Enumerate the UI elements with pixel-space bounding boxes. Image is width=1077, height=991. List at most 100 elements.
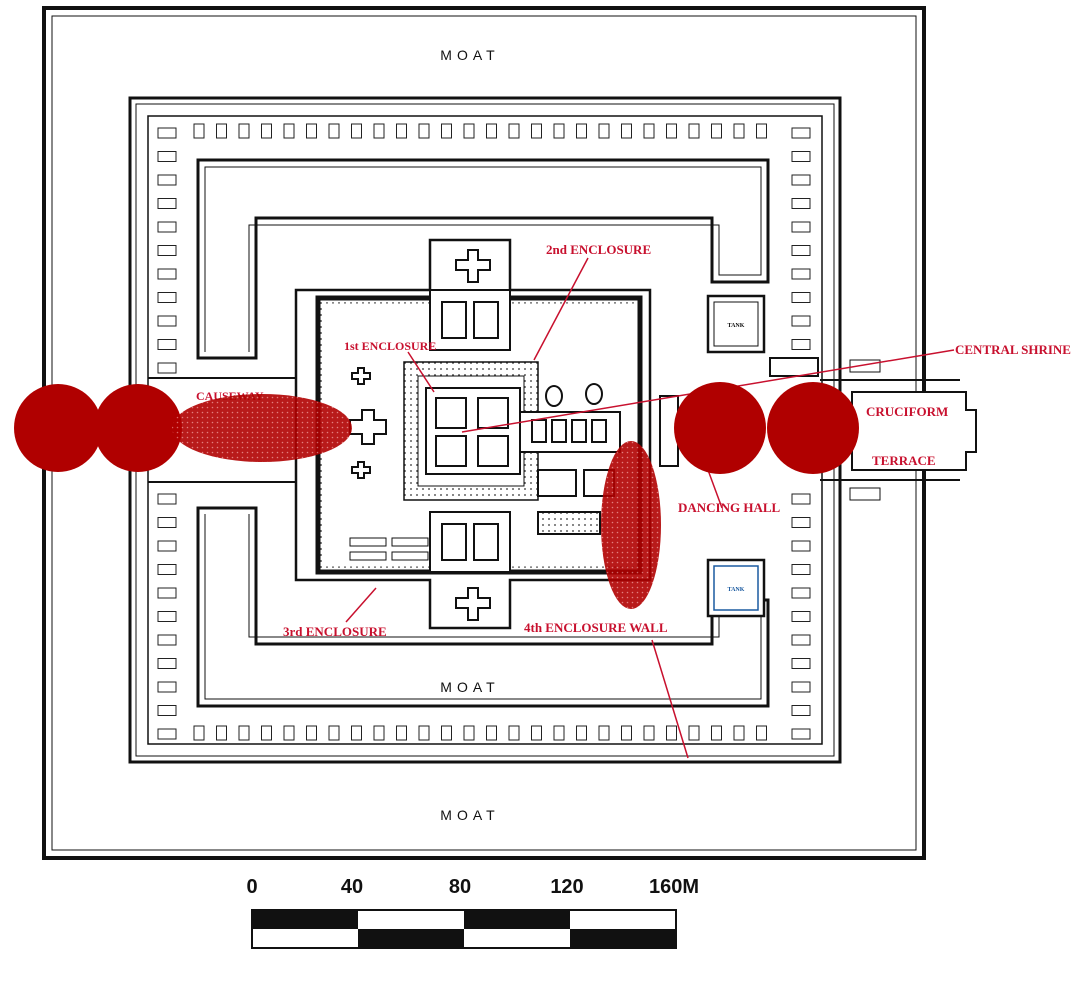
- gallery-cell: [666, 123, 677, 139]
- gallery-cell: [553, 725, 565, 741]
- gallery-cell: [486, 123, 497, 139]
- gallery-cell: [791, 658, 811, 669]
- library-boxes: [349, 537, 429, 561]
- dancing-hall-label: DANCING HALL: [678, 500, 781, 515]
- gallery-cell: [463, 123, 475, 139]
- third-enclosure-label: 3rd ENCLOSURE: [283, 624, 387, 639]
- tank-south-label: TANK: [728, 587, 745, 593]
- gallery-cell: [216, 725, 227, 741]
- gallery-cell: [791, 315, 811, 327]
- scale-tick-label: 120: [550, 876, 583, 898]
- gallery-cell: [396, 123, 407, 139]
- gopura-crosses: [349, 249, 491, 621]
- gallery-cell: [791, 728, 811, 740]
- gallery-cells-left: [157, 127, 177, 740]
- first-enclosure-label: 1st ENCLOSURE: [344, 339, 436, 353]
- gallery-cell: [328, 123, 340, 139]
- gallery-cell: [791, 245, 811, 256]
- red-marker-circle: [94, 384, 182, 472]
- scale-tick-label: 40: [341, 876, 363, 898]
- gallery-cell: [157, 564, 177, 575]
- gallery-cell: [418, 123, 430, 139]
- cruciform-terrace-structure: [659, 357, 977, 471]
- gallery-cell: [193, 725, 205, 741]
- central-shrine-complex: [425, 289, 621, 573]
- moat-label-top: MOAT: [440, 47, 499, 63]
- gallery-cell: [157, 362, 177, 374]
- gallery-cell: [791, 564, 811, 575]
- red-marker-circle: [674, 382, 766, 474]
- gallery-cell: [486, 725, 497, 741]
- gallery-cells-bottom: [193, 725, 767, 741]
- gallery-cell: [643, 123, 655, 139]
- gallery-cell: [157, 151, 177, 162]
- gallery-cell: [666, 725, 677, 741]
- tank-north: [706, 294, 766, 354]
- gallery-cell: [261, 725, 272, 741]
- gallery-cells-top: [193, 123, 767, 139]
- red-marker-circle: [14, 384, 102, 472]
- gallery-cell: [643, 725, 655, 741]
- gallery-cell: [791, 611, 811, 622]
- red-marker-ellipse: [172, 394, 352, 462]
- gallery-cell: [791, 292, 811, 303]
- gallery-cell: [418, 725, 430, 741]
- gallery-cell: [157, 728, 177, 740]
- gallery-cell: [157, 292, 177, 303]
- second-enclosure-label: 2nd ENCLOSURE: [546, 242, 651, 257]
- gallery-cell: [157, 221, 177, 233]
- gallery-cell: [688, 725, 700, 741]
- cruciform-label: CRUCIFORM: [866, 404, 948, 419]
- gallery-cell: [621, 123, 632, 139]
- gallery-cell: [373, 123, 385, 139]
- gallery-cell: [157, 268, 177, 280]
- gallery-cell: [157, 315, 177, 327]
- gallery-cell: [576, 725, 587, 741]
- gallery-cell: [157, 517, 177, 528]
- gallery-cell: [373, 725, 385, 741]
- red-marker-circle: [767, 382, 859, 474]
- tank-north-label: TANK: [728, 323, 745, 329]
- red-marker-ellipse: [601, 441, 661, 609]
- gallery-cell: [791, 493, 811, 505]
- gallery-cell: [791, 198, 811, 209]
- central-shrine-label: CENTRAL SHRINE: [955, 342, 1071, 357]
- gallery-cell: [598, 725, 610, 741]
- gallery-cell: [531, 123, 542, 139]
- gallery-cell: [216, 123, 227, 139]
- gallery-cell: [157, 174, 177, 186]
- tank-south: [706, 558, 766, 618]
- gallery-cell: [531, 725, 542, 741]
- gallery-cell: [396, 725, 407, 741]
- gallery-cell: [157, 681, 177, 693]
- gallery-cell: [733, 123, 745, 139]
- gallery-cell: [328, 725, 340, 741]
- gallery-cell: [598, 123, 610, 139]
- gallery-cell: [157, 127, 177, 139]
- gallery-cell: [791, 127, 811, 139]
- gallery-cell: [351, 725, 362, 741]
- gallery-cell: [508, 725, 520, 741]
- gallery-cell: [733, 725, 745, 741]
- gallery-cell: [791, 634, 811, 646]
- gallery-cell: [306, 725, 317, 741]
- gallery-cell: [791, 587, 811, 599]
- gallery-cell: [193, 123, 205, 139]
- gallery-cell: [283, 123, 295, 139]
- gallery-cell: [261, 123, 272, 139]
- moat-label-inner: MOAT: [440, 679, 499, 695]
- scale-tick-label: 0: [246, 876, 257, 898]
- gallery-cell: [157, 634, 177, 646]
- gallery-cell: [441, 725, 452, 741]
- gallery-cell: [157, 611, 177, 622]
- gallery-cell: [238, 123, 250, 139]
- terrace-label: TERRACE: [872, 453, 936, 468]
- gallery-cell: [621, 725, 632, 741]
- gallery-cell: [157, 540, 177, 552]
- gallery-cell: [756, 123, 767, 139]
- moat-label-bottom: MOAT: [440, 807, 499, 823]
- gallery-cell: [576, 123, 587, 139]
- gallery-cell: [157, 705, 177, 716]
- gallery-cell: [791, 339, 811, 350]
